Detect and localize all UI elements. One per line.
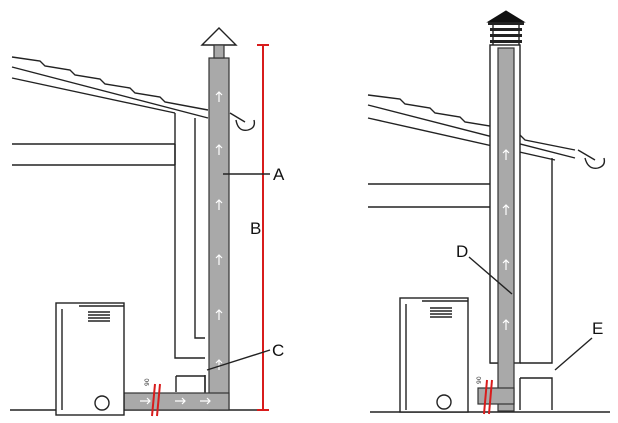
right-installation: 90 D E xyxy=(367,10,610,415)
left-measure-line xyxy=(257,44,269,411)
right-boiler xyxy=(399,297,469,413)
left-cap-stem xyxy=(213,44,225,59)
right-chimney-cowl xyxy=(486,10,526,45)
label-c: C xyxy=(272,341,284,360)
left-red-cut xyxy=(151,383,161,417)
left-boiler xyxy=(55,302,125,416)
left-installation: 90 A B C xyxy=(10,27,285,417)
left-horizontal-pipe xyxy=(123,392,230,411)
leader-e xyxy=(554,337,593,371)
left-roof xyxy=(11,56,246,123)
leader-c xyxy=(206,349,271,371)
leader-d xyxy=(468,256,513,295)
right-liner-pipe xyxy=(497,47,515,412)
right-pipe-mark: 90 xyxy=(476,376,483,384)
right-horizontal-pipe xyxy=(477,387,515,405)
right-roof xyxy=(367,94,596,161)
label-d: D xyxy=(456,242,468,261)
left-vertical-pipe xyxy=(208,57,230,411)
right-gutter xyxy=(584,157,606,169)
left-pipe-cap xyxy=(200,27,238,46)
left-gutter xyxy=(235,119,256,131)
left-pipe-mark: 90 xyxy=(144,378,151,386)
label-a: A xyxy=(273,165,285,184)
label-b: B xyxy=(250,219,261,238)
label-e: E xyxy=(592,319,603,338)
right-red-cut xyxy=(483,379,493,415)
